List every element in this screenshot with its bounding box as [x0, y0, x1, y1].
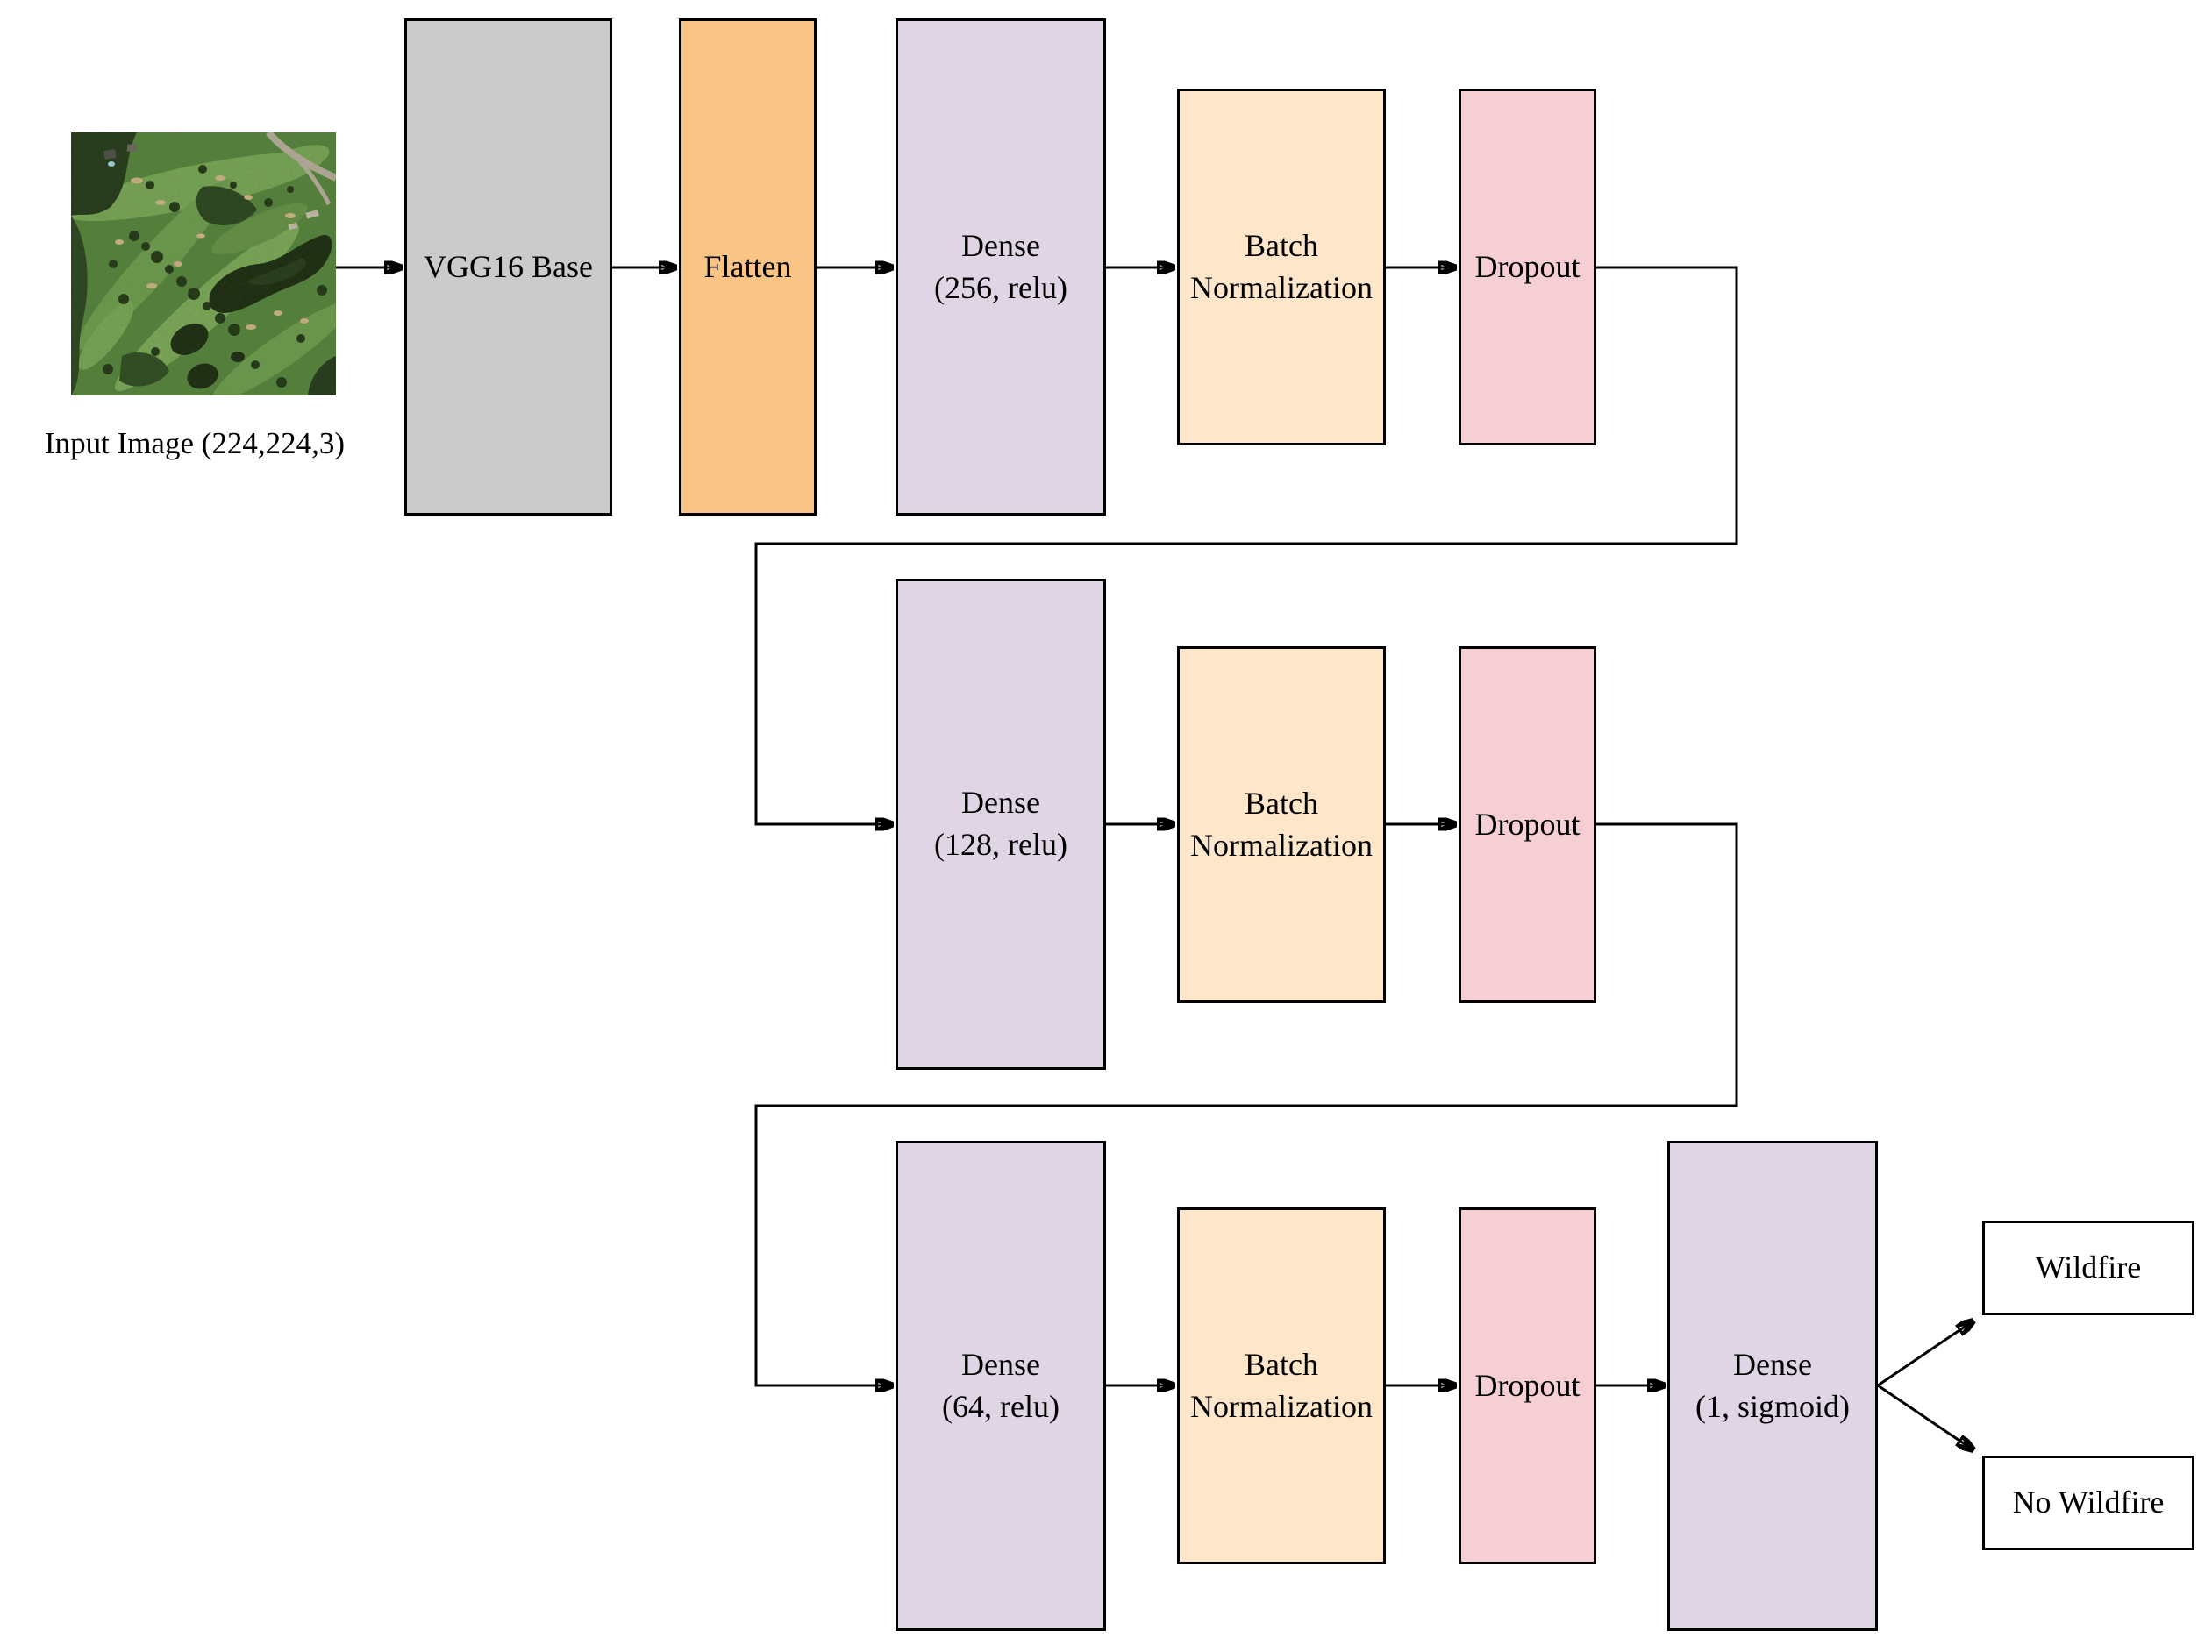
- connector-dropout2-to-dense64: [754, 822, 1738, 1385]
- layer-dense-64: Dense (64, relu): [896, 1141, 1106, 1631]
- layer-label: Dropout: [1474, 806, 1581, 842]
- layer-label: Dense: [961, 227, 1040, 263]
- layer-dense-128: Dense (128, relu): [896, 579, 1106, 1070]
- layer-label: Flatten: [703, 248, 792, 284]
- layer-dense-output: Dense (1, sigmoid): [1667, 1141, 1878, 1631]
- layer-label-line2: Normalization: [1190, 1388, 1373, 1424]
- connector-dropout1-to-dense128: [754, 266, 1738, 824]
- output-no-wildfire: No Wildfire: [1982, 1456, 2194, 1550]
- layer-label: Batch: [1245, 1346, 1318, 1382]
- layer-flatten: Flatten: [679, 18, 817, 516]
- layer-label: Dense: [1733, 1346, 1812, 1382]
- layer-batch-normalization-1: Batch Normalization: [1177, 89, 1386, 445]
- layer-label: Dense: [961, 1346, 1040, 1382]
- output-label: Wildfire: [2035, 1250, 2142, 1285]
- layer-dropout-3: Dropout: [1459, 1207, 1596, 1564]
- layer-label: VGG16 Base: [424, 248, 593, 284]
- layer-label: Dense: [961, 785, 1040, 821]
- layer-label: Batch: [1245, 227, 1318, 263]
- arrow-dense-output-to-wildfire: [1877, 1321, 1973, 1387]
- layer-params: (256, relu): [934, 269, 1067, 305]
- layer-batch-normalization-3: Batch Normalization: [1177, 1207, 1386, 1564]
- output-wildfire: Wildfire: [1982, 1221, 2194, 1315]
- arrow-dense-output-to-no-wildfire: [1877, 1384, 1973, 1449]
- output-label: No Wildfire: [2012, 1485, 2165, 1520]
- input-image: [71, 132, 336, 395]
- layer-dropout-1: Dropout: [1459, 89, 1596, 445]
- layer-vgg16-base: VGG16 Base: [404, 18, 612, 516]
- layer-dense-256: Dense (256, relu): [896, 18, 1106, 516]
- layer-label: Dropout: [1474, 1367, 1581, 1403]
- layer-params: (64, relu): [942, 1388, 1060, 1424]
- layer-label-line2: Normalization: [1190, 269, 1373, 305]
- layer-label: Batch: [1245, 785, 1318, 821]
- layer-label-line2: Normalization: [1190, 827, 1373, 863]
- layer-params: (1, sigmoid): [1695, 1388, 1850, 1424]
- layer-dropout-2: Dropout: [1459, 646, 1596, 1003]
- layer-batch-normalization-2: Batch Normalization: [1177, 646, 1386, 1003]
- input-image-caption: Input Image (224,224,3): [44, 426, 346, 460]
- layer-label: Dropout: [1474, 248, 1581, 284]
- layer-params: (128, relu): [934, 827, 1067, 862]
